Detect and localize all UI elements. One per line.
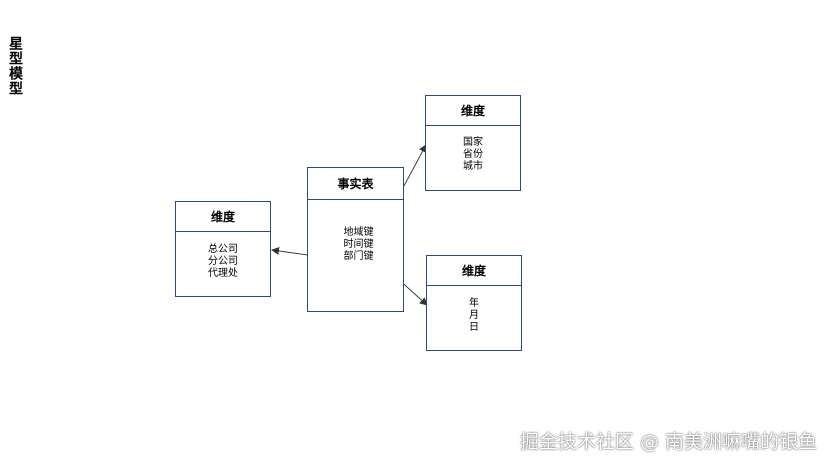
fact-key: 时间键 xyxy=(343,239,374,250)
page-title: 星型模型 xyxy=(7,36,23,96)
dimension-attribute: 省份 xyxy=(463,149,483,160)
dimension-attribute: 城市 xyxy=(463,161,483,172)
dimension-attributes: 总公司 分公司 代理处 xyxy=(176,232,270,280)
dimension-time-box: 维度 年 月 日 xyxy=(426,255,522,351)
fact-table-box: 事实表 地域键 时间键 部门键 xyxy=(307,167,404,312)
dimension-attributes: 国家 省份 城市 xyxy=(426,126,520,173)
dimension-attribute: 日 xyxy=(469,322,479,333)
fact-table-keys: 地域键 时间键 部门键 xyxy=(308,200,403,263)
dimension-region-box: 维度 国家 省份 城市 xyxy=(425,95,521,191)
fact-key: 地域键 xyxy=(343,227,374,238)
dimension-attribute: 月 xyxy=(469,310,479,321)
dimension-attributes: 年 月 日 xyxy=(427,286,521,334)
dimension-attribute: 年 xyxy=(469,298,479,309)
dimension-header: 维度 xyxy=(426,96,520,126)
watermark: 掘金技术社区 @ 南美洲嘛嘴的银鱼 xyxy=(519,431,817,453)
fact-key: 部门键 xyxy=(343,251,374,262)
dimension-header: 维度 xyxy=(176,202,270,232)
dimension-header: 维度 xyxy=(427,256,521,286)
fact-table-header: 事实表 xyxy=(308,168,403,200)
dimension-attribute: 总公司 xyxy=(208,244,238,255)
dimension-attribute: 国家 xyxy=(463,137,483,148)
dimension-attribute: 代理处 xyxy=(208,268,238,279)
dimension-attribute: 分公司 xyxy=(208,256,238,267)
dimension-company-box: 维度 总公司 分公司 代理处 xyxy=(175,201,271,297)
